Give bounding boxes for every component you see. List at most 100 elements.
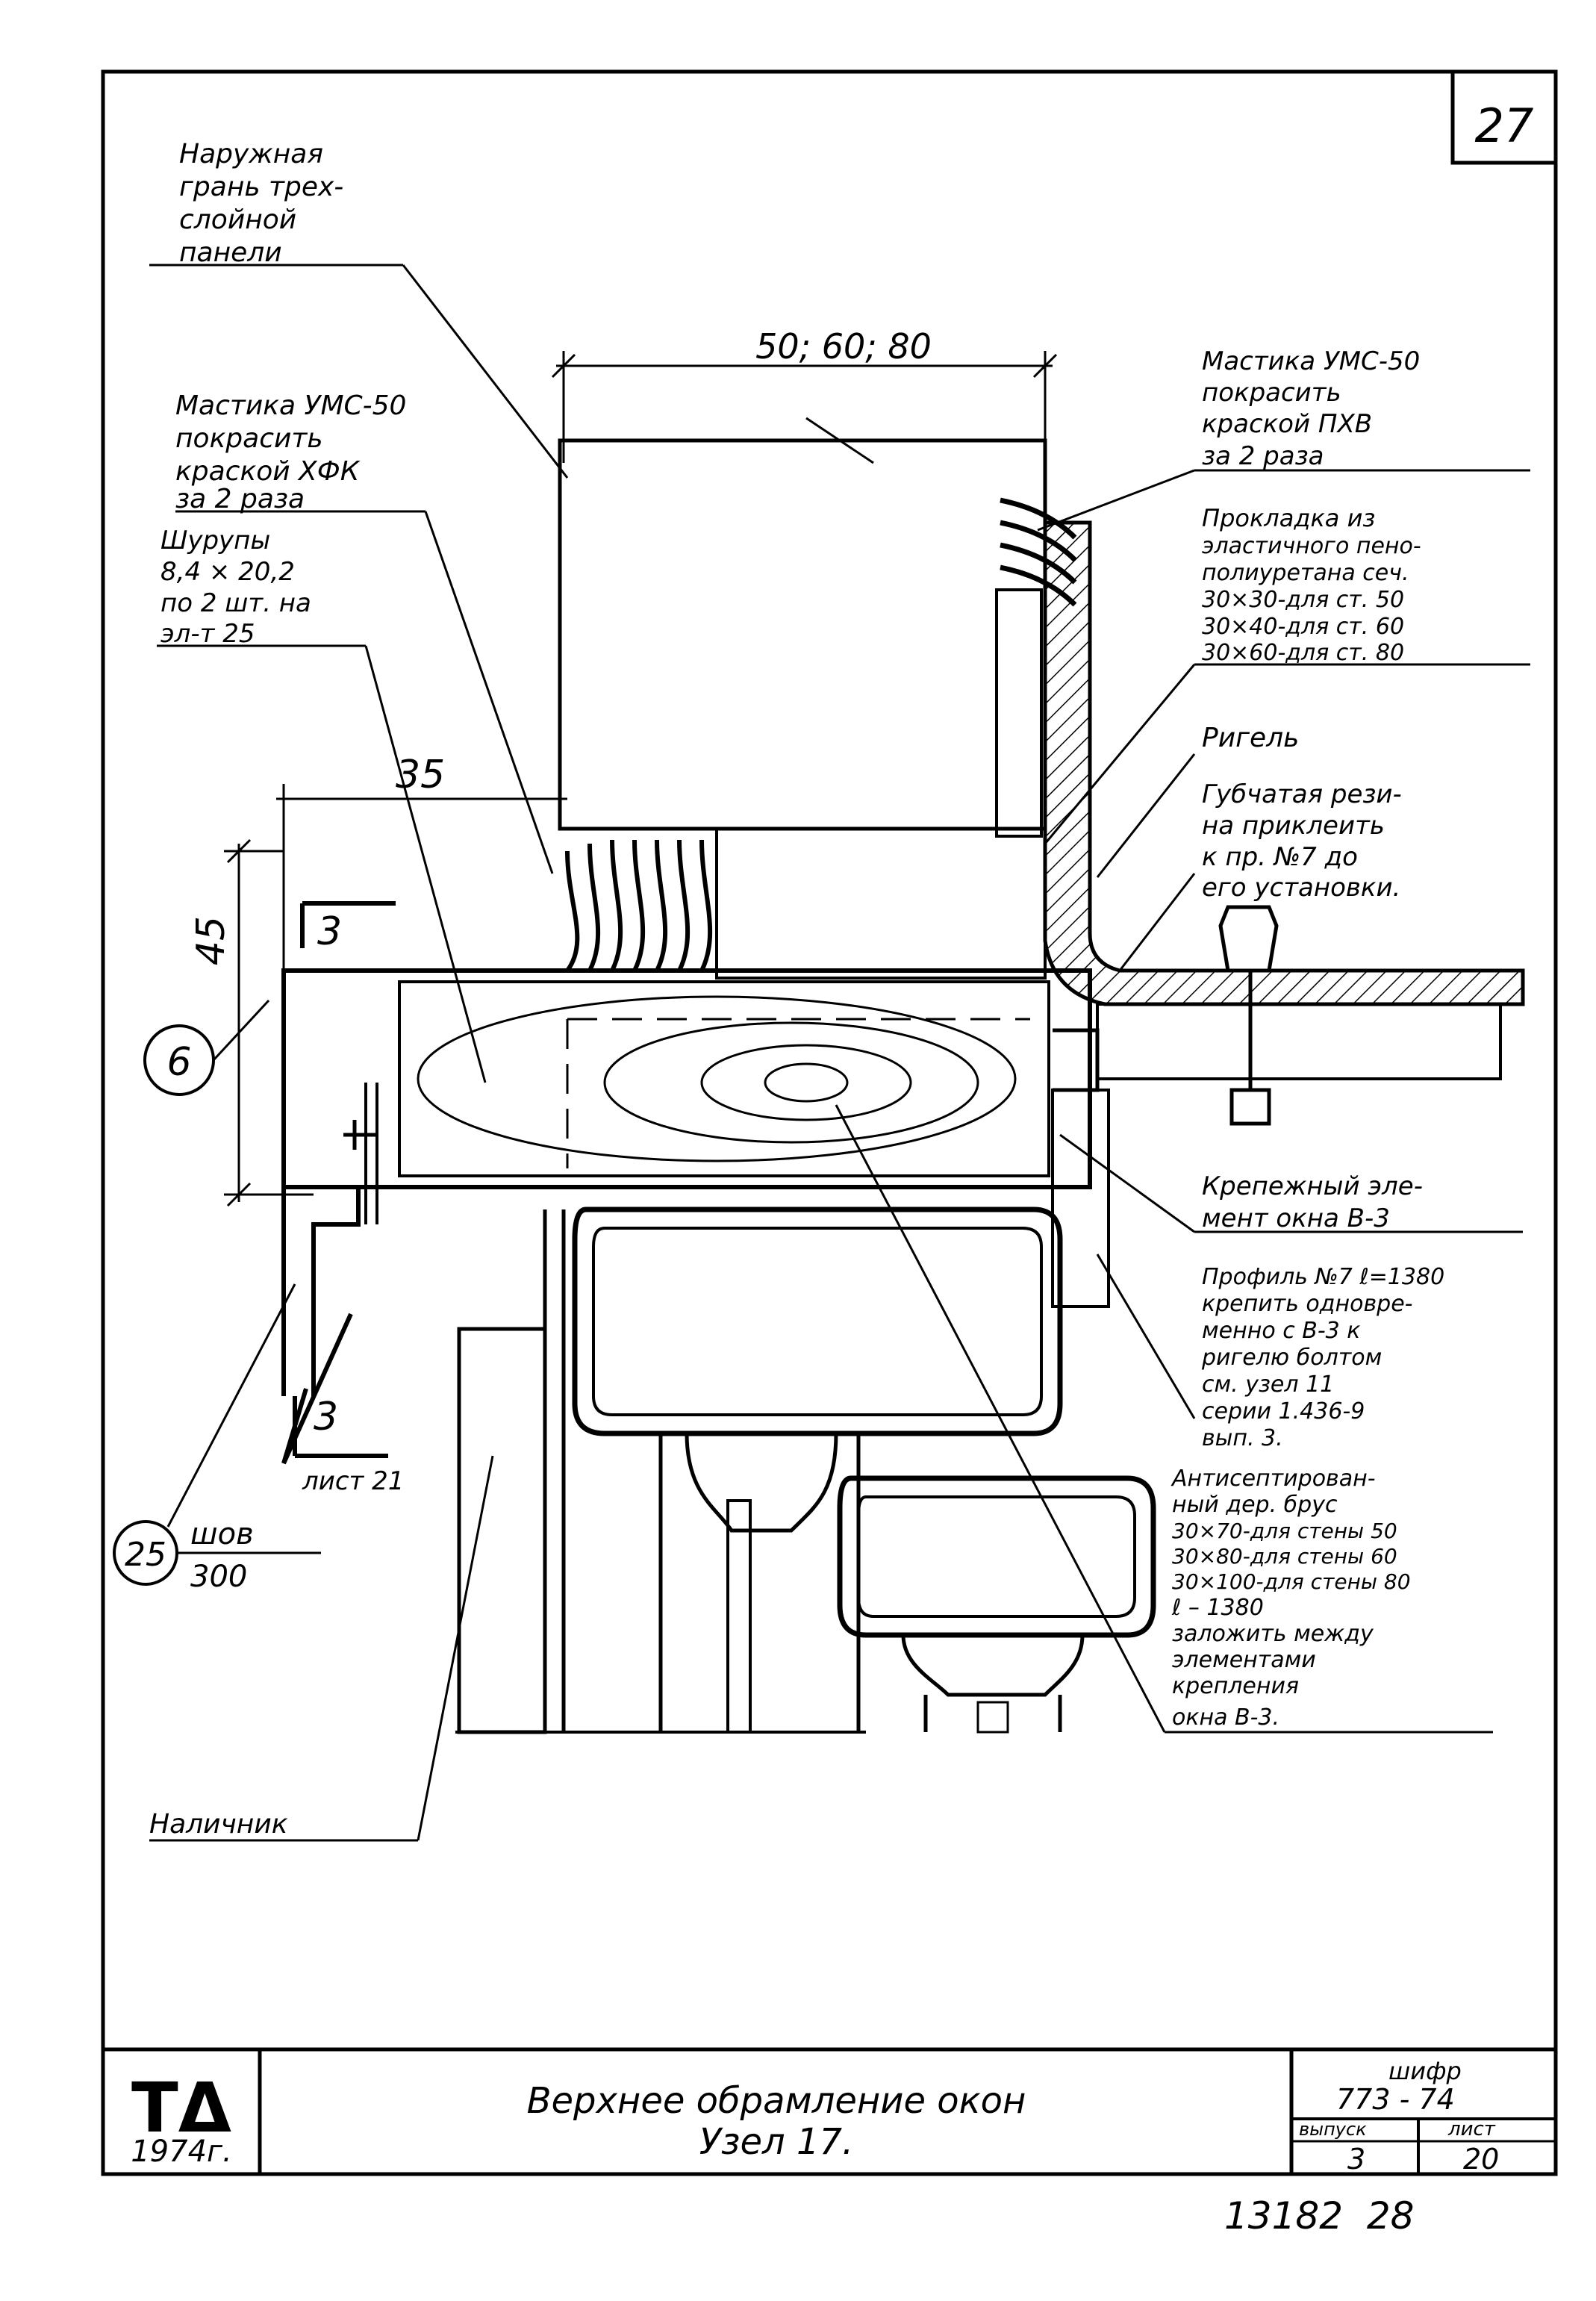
- platband: [457, 1327, 547, 1734]
- svg-text:Прокладка из: Прокладка из: [1202, 504, 1375, 532]
- svg-text:см. узел 11: см. узел 11: [1202, 1371, 1334, 1398]
- profile-7: [281, 968, 1092, 1189]
- title-block: ТΔ 1974г. Верхнее обрамление окон Узел 1…: [103, 2047, 1556, 2176]
- callout-mastic-right: Мастика УМС-50 покрасить краской ПХВ за …: [1202, 346, 1420, 471]
- dim-top-width: 50; 60; 80: [755, 326, 932, 367]
- svg-text:вып. 3.: вып. 3.: [1202, 1425, 1283, 1451]
- svg-text:панели: панели: [179, 237, 282, 268]
- svg-text:окна В-3.: окна В-3.: [1172, 1704, 1279, 1731]
- title-line-2: Узел 17.: [699, 2121, 854, 2163]
- svg-text:менно с В-3 к: менно с В-3 к: [1202, 1318, 1360, 1344]
- callout-rubber: Губчатая рези- на приклеить к пр. №7 до …: [1202, 779, 1402, 903]
- issue-value: 3: [1347, 2143, 1365, 2176]
- window-frame-b: [837, 1475, 1156, 1638]
- gasket: [995, 588, 1043, 838]
- callout-rigel: Ригель: [1202, 723, 1299, 753]
- svg-text:грань трех-: грань трех-: [179, 172, 343, 202]
- svg-text:ℓ – 1380: ℓ – 1380: [1171, 1595, 1264, 1621]
- year: 1974г.: [131, 2135, 232, 2169]
- svg-text:серии 1.436-9: серии 1.436-9: [1202, 1398, 1365, 1424]
- svg-text:его установки.: его установки.: [1202, 873, 1400, 903]
- sheet-number: 27: [1475, 99, 1534, 153]
- panel-insulation: [558, 438, 1047, 831]
- svg-text:краской ХФК: краской ХФК: [175, 456, 361, 487]
- svg-text:Ригель: Ригель: [1202, 723, 1299, 753]
- svg-text:ригелю болтом: ригелю болтом: [1201, 1345, 1382, 1371]
- svg-text:заложить между: заложить между: [1172, 1621, 1374, 1647]
- svg-text:Наружная: Наружная: [179, 139, 323, 169]
- svg-text:Антисептирован-: Антисептирован-: [1170, 1466, 1376, 1492]
- svg-text:Наличник: Наличник: [149, 1809, 288, 1840]
- svg-text:Мастика УМС-50: Мастика УМС-50: [175, 390, 406, 421]
- glazing-bead: [726, 1499, 752, 1734]
- callout-outer-face: Наружная грань трех- слойной панели: [179, 139, 343, 268]
- svg-text:покрасить: покрасить: [1202, 378, 1341, 408]
- code-value: 773 - 74: [1336, 2083, 1455, 2116]
- svg-text:полиуретана сеч.: полиуретана сеч.: [1202, 560, 1409, 586]
- svg-text:на приклеить: на приклеить: [1202, 811, 1385, 841]
- svg-text:30×80-для стены 60: 30×80-для стены 60: [1172, 1544, 1397, 1569]
- svg-text:30×100-для стены 80: 30×100-для стены 80: [1172, 1569, 1411, 1594]
- leader-lines: [149, 264, 1530, 1842]
- svg-text:Профиль №7 ℓ=1380: Профиль №7 ℓ=1380: [1202, 1264, 1444, 1290]
- dim-35: 35: [396, 753, 445, 797]
- title-line-1: Верхнее обрамление окон: [527, 2080, 1026, 2122]
- svg-text:по 2 шт. на: по 2 шт. на: [160, 588, 311, 618]
- svg-text:ный дер. брус: ный дер. брус: [1172, 1492, 1338, 1518]
- issue-label: выпуск: [1299, 2119, 1367, 2140]
- section-mark-sheet: лист 21: [302, 1466, 404, 1496]
- svg-text:краской ПХВ: краской ПХВ: [1202, 409, 1372, 439]
- sheet-value: 20: [1463, 2143, 1499, 2176]
- weld-spec-top: шов: [190, 1517, 254, 1551]
- svg-text:30×60-для ст. 80: 30×60-для ст. 80: [1202, 640, 1404, 666]
- svg-text:30×30-для ст. 50: 30×30-для ст. 50: [1202, 587, 1404, 613]
- bolt: [1218, 905, 1279, 1126]
- svg-text:эластичного пено-: эластичного пено-: [1202, 533, 1421, 559]
- svg-text:8,4 × 20,2: 8,4 × 20,2: [160, 557, 295, 587]
- position-6: 6: [166, 1040, 191, 1085]
- svg-text:покрасить: покрасить: [175, 423, 323, 454]
- svg-text:крепить одновре-: крепить одновре-: [1202, 1291, 1413, 1317]
- mastic-left: [565, 839, 713, 972]
- sheet-number-box: [1450, 69, 1558, 165]
- svg-text:к пр. №7 до: к пр. №7 до: [1202, 842, 1358, 872]
- rubber-block: [1096, 1003, 1502, 1080]
- svg-text:мент окна В-3: мент окна В-3: [1202, 1204, 1390, 1233]
- sheet-frame: [101, 69, 1558, 2176]
- dim-45: 45: [189, 916, 234, 965]
- section-drawing: 50; 60; 80: [113, 326, 1525, 1734]
- z-profile: [281, 1185, 361, 1465]
- callout-profile: Профиль №7 ℓ=1380 крепить одновре- менно…: [1201, 1264, 1444, 1451]
- svg-text:30×70-для стены 50: 30×70-для стены 50: [1172, 1519, 1397, 1543]
- position-25: 25: [125, 1536, 166, 1574]
- callout-fastening: Крепежный эле- мент окна В-3: [1202, 1171, 1423, 1233]
- callout-gasket: Прокладка из эластичного пено- полиурета…: [1202, 504, 1421, 666]
- weld-spec-bottom: 300: [190, 1560, 247, 1594]
- org-mark: ТΔ: [131, 2068, 231, 2148]
- svg-text:эл-т 25: эл-т 25: [160, 619, 255, 649]
- code-label: шифр: [1388, 2057, 1462, 2085]
- svg-text:Мастика УМС-50: Мастика УМС-50: [1202, 346, 1420, 376]
- wood-beam: [398, 980, 1050, 1177]
- callout-screws: Шурупы 8,4 × 20,2 по 2 шт. на эл-т 25: [160, 526, 311, 649]
- svg-text:30×40-для ст. 60: 30×40-для ст. 60: [1202, 614, 1404, 640]
- fastening-element: [1051, 1089, 1110, 1308]
- svg-text:Шурупы: Шурупы: [160, 526, 270, 555]
- svg-text:элементами: элементами: [1172, 1647, 1316, 1673]
- section-mark-top: 3: [317, 909, 342, 954]
- panel-base-hatch: [715, 827, 1047, 980]
- svg-text:крепления: крепления: [1172, 1673, 1299, 1699]
- svg-text:Крепежный эле-: Крепежный эле-: [1202, 1171, 1423, 1201]
- sheet-label: лист: [1447, 2118, 1496, 2140]
- window-frame-a: [572, 1206, 1063, 1436]
- section-mark-bottom: 3: [314, 1395, 338, 1439]
- svg-text:за 2 раза: за 2 раза: [175, 484, 305, 514]
- callout-mastic-left: Мастика УМС-50 покрасить краской ХФК за …: [175, 390, 406, 514]
- callout-platband: Наличник: [149, 1809, 288, 1840]
- callout-beam: Антисептирован- ный дер. брус 30×70-для …: [1170, 1466, 1411, 1731]
- svg-text:за 2 раза: за 2 раза: [1202, 441, 1324, 471]
- svg-text:Губчатая рези-: Губчатая рези-: [1202, 779, 1402, 809]
- footer-note: 13182 28: [1224, 2194, 1414, 2238]
- svg-text:слойной: слойной: [179, 205, 296, 235]
